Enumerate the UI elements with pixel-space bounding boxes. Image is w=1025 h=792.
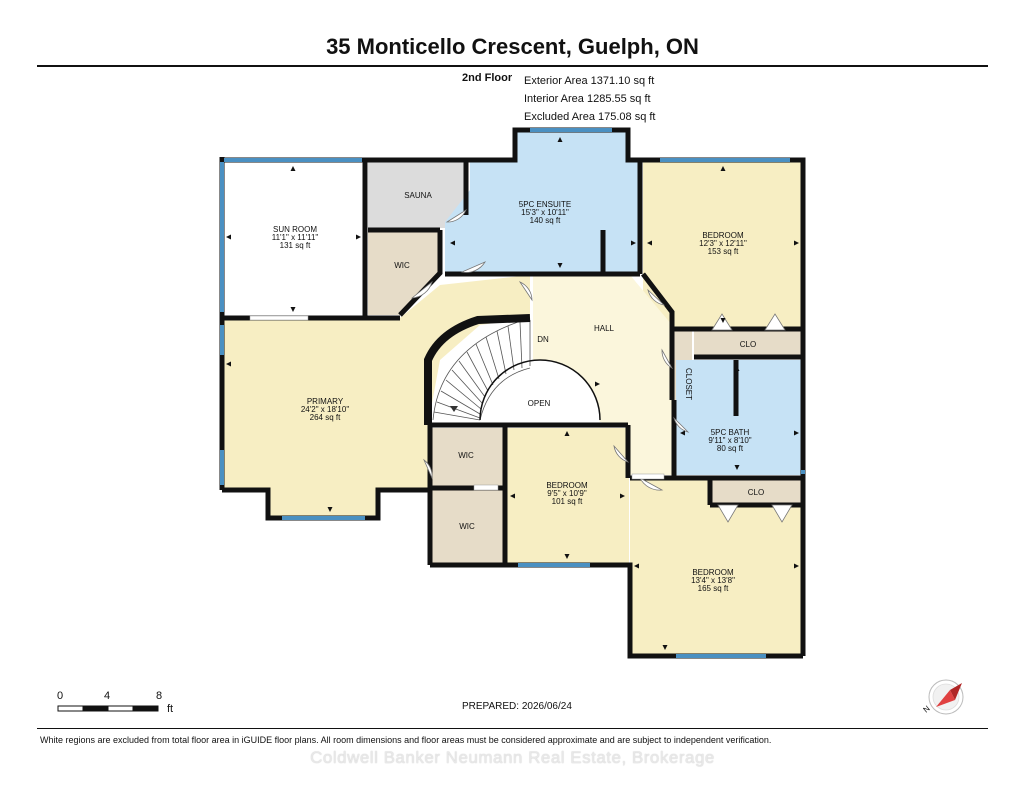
clo-top-fill bbox=[694, 331, 803, 356]
dimension-arrows bbox=[226, 137, 799, 650]
bedroom-ne-area: 153 sq ft bbox=[708, 247, 739, 256]
bedroom-se-area: 165 sq ft bbox=[698, 584, 729, 593]
bedroom-se-dims: 13'4" x 13'8" bbox=[691, 576, 735, 585]
stairs-fill bbox=[433, 318, 530, 420]
area-summary: Exterior Area 1371.10 sq ft Interior Are… bbox=[524, 72, 655, 126]
sun-room-fill bbox=[222, 160, 365, 315]
bedroom-ne-name: BEDROOM bbox=[702, 231, 744, 240]
scale-tick-0: 0 bbox=[57, 690, 64, 702]
sun-room-dims: 11'1" x 11'11" bbox=[272, 233, 319, 242]
page-title: 35 Monticello Crescent, Guelph, ON bbox=[326, 34, 699, 59]
stair-arrow-icon bbox=[450, 406, 458, 412]
bedroom-se-opening bbox=[631, 473, 665, 480]
sauna-name: SAUNA bbox=[404, 191, 432, 200]
bath-dims: 9'11" x 8'10" bbox=[708, 436, 751, 445]
open-label: OPEN bbox=[528, 399, 551, 408]
prepared-date: PREPARED: 2026/06/24 bbox=[462, 701, 572, 712]
excluded-area: Excluded Area 175.08 sq ft bbox=[524, 111, 656, 123]
stair-treads bbox=[432, 317, 531, 421]
stair-wall bbox=[424, 314, 531, 425]
primary-area: 264 sq ft bbox=[310, 413, 341, 422]
bath-fill bbox=[676, 360, 803, 475]
compass-icon: N bbox=[922, 679, 964, 715]
ensuite-fill bbox=[445, 130, 640, 272]
hall-fill bbox=[533, 275, 676, 475]
clo-top-name: CLO bbox=[740, 340, 756, 349]
bedroom-mid-fill bbox=[506, 428, 629, 563]
scale-bar bbox=[57, 705, 159, 712]
bedroom-se-name: BEDROOM bbox=[692, 568, 734, 577]
sun-room-area: 131 sq ft bbox=[280, 241, 311, 250]
ensuite-dims: 15'3" x 10'11" bbox=[521, 208, 569, 217]
primary-name: PRIMARY bbox=[307, 397, 344, 406]
bath-area: 80 sq ft bbox=[717, 444, 744, 453]
wic-mid-fill bbox=[430, 428, 503, 486]
windows bbox=[220, 128, 805, 658]
wic-top-name: WIC bbox=[394, 261, 410, 270]
wic-low-name: WIC bbox=[459, 522, 475, 531]
bedroom-mid-name: BEDROOM bbox=[546, 481, 588, 490]
scale-unit: ft bbox=[167, 703, 174, 715]
clo-bottom-fill bbox=[710, 480, 803, 505]
hall-name: HALL bbox=[594, 324, 615, 333]
scale-tick-4: 4 bbox=[104, 690, 111, 702]
scale-tick-8: 8 bbox=[156, 690, 163, 702]
primary-dims: 24'2" x 18'10" bbox=[301, 405, 349, 414]
title-divider bbox=[37, 65, 988, 67]
closet-name: CLOSET bbox=[684, 368, 693, 400]
interior-area: Interior Area 1285.55 sq ft bbox=[524, 93, 651, 105]
wic-top-fill bbox=[368, 232, 440, 315]
dn-label: DN bbox=[537, 335, 549, 344]
disclaimer: White regions are excluded from total fl… bbox=[40, 735, 772, 745]
sun-room-opening bbox=[249, 315, 309, 321]
clo-bottom-name: CLO bbox=[748, 488, 764, 497]
open-rail bbox=[479, 359, 601, 421]
svg-text:N: N bbox=[922, 704, 932, 715]
wic-mid-name: WIC bbox=[458, 451, 474, 460]
footer-divider bbox=[37, 728, 988, 729]
bedroom-mid-area: 101 sq ft bbox=[552, 497, 583, 506]
ensuite-name: 5PC ENSUITE bbox=[519, 200, 571, 209]
bedroom-ne-fill bbox=[643, 160, 803, 328]
exterior-area: Exterior Area 1371.10 sq ft bbox=[524, 75, 655, 87]
floor-label: 2nd Floor bbox=[462, 72, 513, 84]
bedroom-mid-dims: 9'5" x 10'9" bbox=[547, 489, 587, 498]
doors bbox=[410, 208, 793, 523]
brokerage-watermark: Coldwell Banker Neumann Real Estate, Bro… bbox=[310, 748, 715, 767]
bath-name: 5PC BATH bbox=[711, 428, 750, 437]
bedroom-ne-dims: 12'3" x 12'11" bbox=[699, 239, 747, 248]
wic-opening bbox=[473, 484, 499, 491]
ensuite-area: 140 sq ft bbox=[530, 216, 561, 225]
wic-low-fill bbox=[430, 490, 503, 563]
sun-room-name: SUN ROOM bbox=[273, 225, 317, 234]
